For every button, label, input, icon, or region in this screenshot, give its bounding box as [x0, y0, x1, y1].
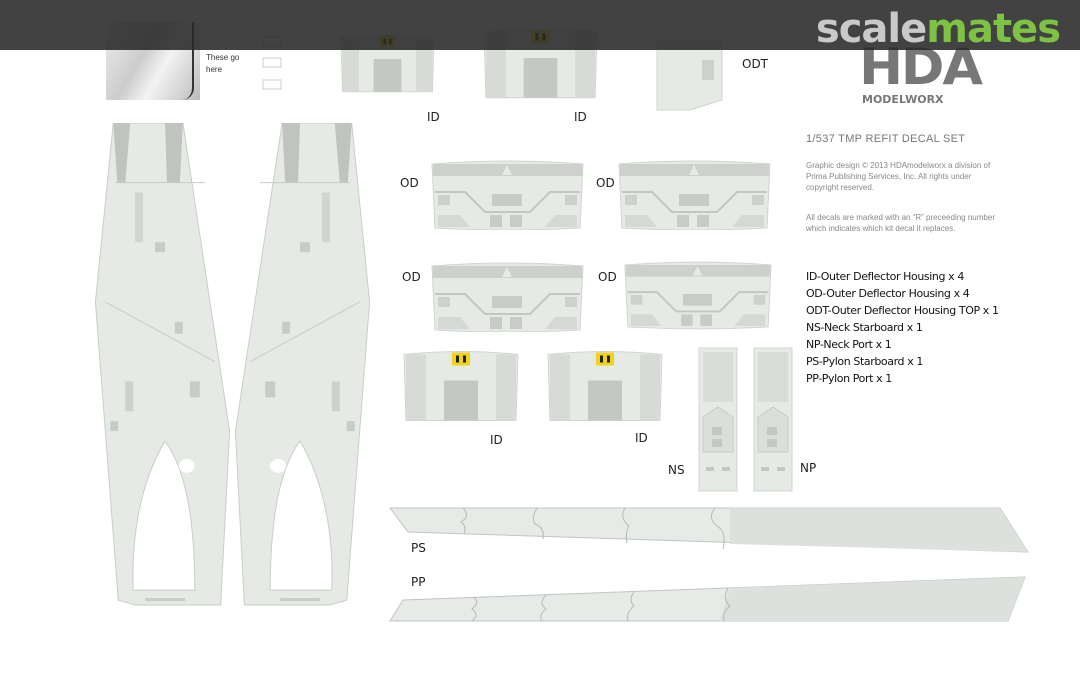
od-decal: [618, 160, 771, 230]
label-od: OD: [596, 176, 615, 190]
decal-legend: ID-Outer Deflector Housing x 4 OD-Outer …: [806, 268, 999, 387]
label-id: ID: [635, 431, 648, 445]
od-decal: [623, 261, 773, 330]
credits: Graphic design © 2013 HDAmodelworx a div…: [806, 161, 991, 192]
hull-decal-starboard: [235, 123, 370, 606]
hull-decal-port: [95, 123, 230, 606]
watermark-bar: scalemates: [0, 0, 1080, 52]
legend-item: NP-Neck Port x 1: [806, 338, 892, 351]
watermark-part: scale: [815, 6, 927, 52]
hda-logo-sub: MODELWORX: [862, 93, 944, 106]
label-np: NP: [800, 461, 817, 475]
sheet-title: 1/537 TMP REFIT DECAL SET: [806, 133, 966, 145]
pp-decal: [389, 576, 1026, 622]
legend-item: PP-Pylon Port x 1: [806, 372, 892, 385]
placement-box: [262, 57, 282, 68]
np-decal: [753, 347, 793, 492]
legend-item: ODT-Outer Deflector Housing TOP x 1: [806, 304, 999, 317]
label-id: ID: [490, 433, 503, 447]
placement-box: [262, 79, 282, 90]
label-id: ID: [574, 110, 587, 124]
label-od: OD: [400, 176, 419, 190]
id-decal: [403, 350, 519, 422]
label-pp: PP: [411, 575, 426, 589]
note-line: These go: [206, 53, 240, 62]
label-ps: PS: [411, 541, 426, 555]
id-decal: [547, 350, 663, 422]
odt-detail: [702, 60, 714, 80]
label-od: OD: [598, 270, 617, 284]
od-decal: [431, 262, 584, 332]
note-line: here: [206, 65, 223, 74]
legend-item: ID-Outer Deflector Housing x 4: [806, 270, 964, 283]
od-decal: [431, 160, 584, 230]
scalemates-watermark: scalemates: [815, 6, 1061, 52]
watermark-part: mates: [926, 6, 1061, 52]
ps-decal: [389, 507, 1029, 553]
label-od: OD: [402, 270, 421, 284]
legend-item: NS-Neck Starboard x 1: [806, 321, 923, 334]
label-id: ID: [427, 110, 440, 124]
label-odt: ODT: [742, 57, 769, 71]
label-ns: NS: [668, 463, 685, 477]
legend-item: PS-Pylon Starboard x 1: [806, 355, 924, 368]
instructions: All decals are marked with an “R” precee…: [806, 213, 995, 233]
legend-item: OD-Outer Deflector Housing x 4: [806, 287, 970, 300]
ns-decal: [698, 347, 738, 492]
placement-note: These go here: [206, 52, 239, 76]
